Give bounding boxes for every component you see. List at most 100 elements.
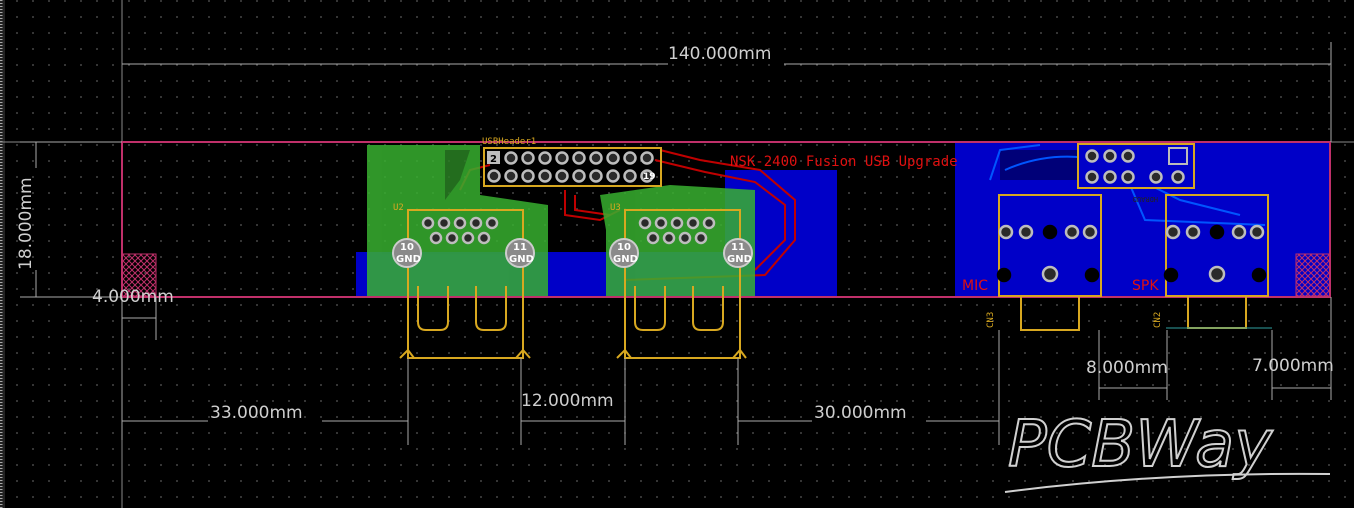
- cn3-refdes: CN3: [986, 312, 996, 328]
- u3-pad-11-label: 11: [731, 242, 745, 253]
- u2-pad-11-gnd: GND: [509, 254, 534, 265]
- u3-pad-11-gnd: GND: [727, 254, 752, 265]
- header-pin[interactable]: [589, 169, 603, 183]
- usb-pin[interactable]: [686, 216, 700, 230]
- header-pin[interactable]: [640, 151, 654, 165]
- header-pin[interactable]: [521, 169, 535, 183]
- mic-label: MIC: [962, 278, 988, 294]
- jack-pin[interactable]: [1185, 224, 1201, 240]
- jack-pin[interactable]: [996, 267, 1012, 283]
- u2-pad-10-label: 10: [400, 242, 414, 253]
- header-pin[interactable]: [555, 151, 569, 165]
- spk-label: SPK: [1132, 278, 1159, 294]
- audio-header-pin[interactable]: [1171, 170, 1185, 184]
- audio-pin-1[interactable]: [1168, 147, 1188, 165]
- jack-pin[interactable]: [1082, 224, 1098, 240]
- audio-header-pin[interactable]: [1085, 149, 1099, 163]
- audio-header-pin[interactable]: [1149, 170, 1163, 184]
- audio-header[interactable]: HDRAUD: [1077, 143, 1195, 203]
- usb-port-u3[interactable]: U3 10 GND 11 GND: [609, 203, 753, 359]
- u2-pad-10[interactable]: [392, 238, 422, 268]
- usb-pin[interactable]: [421, 216, 435, 230]
- audio-header-pin[interactable]: [1103, 170, 1117, 184]
- usb-pin[interactable]: [678, 231, 692, 245]
- header-pin[interactable]: [521, 151, 535, 165]
- u3-pad-10-gnd: GND: [613, 254, 638, 265]
- mic-jack-cn3[interactable]: MIC CN3: [962, 194, 1102, 331]
- jack-pin[interactable]: [998, 224, 1014, 240]
- usb-pin[interactable]: [694, 231, 708, 245]
- header-pin[interactable]: [640, 169, 654, 183]
- usb-header[interactable]: USBHeader1 2 19: [482, 137, 662, 187]
- u3-pad-10-label: 10: [617, 242, 631, 253]
- usb-pin[interactable]: [461, 231, 475, 245]
- jack-pin[interactable]: [1041, 265, 1059, 283]
- watermark-text: PCBWay: [1008, 408, 1273, 482]
- usb-pin[interactable]: [429, 231, 443, 245]
- header-pin[interactable]: [589, 151, 603, 165]
- jack-pin[interactable]: [1165, 224, 1181, 240]
- dim-total-width: 140.000mm: [668, 44, 771, 64]
- u3-pad-11[interactable]: [723, 238, 753, 268]
- cn2-refdes: CN2: [1153, 312, 1163, 328]
- mounting-keepout-left: [121, 253, 157, 297]
- audio-header-pin[interactable]: [1103, 149, 1117, 163]
- header-pin[interactable]: [572, 151, 586, 165]
- header-pin[interactable]: [487, 169, 501, 183]
- usb-pin[interactable]: [437, 216, 451, 230]
- header-pin[interactable]: [504, 151, 518, 165]
- dim-gap-to-audio: 30.000mm: [814, 403, 907, 423]
- u3-pad-10[interactable]: [609, 238, 639, 268]
- header-pin[interactable]: [606, 151, 620, 165]
- header-pin[interactable]: [623, 169, 637, 183]
- jack-pin[interactable]: [1208, 265, 1226, 283]
- audio-header-pin[interactable]: [1121, 170, 1135, 184]
- dim-height: 18.000mm: [16, 177, 36, 270]
- audio-header-pin[interactable]: [1121, 149, 1135, 163]
- left-ruler: [0, 0, 5, 508]
- jack-pin[interactable]: [1231, 224, 1247, 240]
- jack-pin[interactable]: [1163, 267, 1179, 283]
- jack-pin[interactable]: [1064, 224, 1080, 240]
- header-pin[interactable]: [606, 169, 620, 183]
- board-outline[interactable]: [121, 141, 1331, 298]
- u2-pad-11[interactable]: [505, 238, 535, 268]
- header-pin[interactable]: [504, 169, 518, 183]
- usb-pin[interactable]: [485, 216, 499, 230]
- usb-pin[interactable]: [469, 216, 483, 230]
- usb-pin[interactable]: [638, 216, 652, 230]
- jack-pin[interactable]: [1084, 267, 1100, 283]
- speaker-jack-cn2[interactable]: SPK CN2: [1132, 194, 1272, 329]
- pcbway-watermark: PCBWay: [1004, 407, 1331, 493]
- header-pin[interactable]: [538, 151, 552, 165]
- dimension-lines: [20, 42, 1332, 445]
- pin-first-label: 2: [490, 154, 497, 165]
- usb-pin[interactable]: [670, 216, 684, 230]
- usb-port-u2[interactable]: U2 10 GND 11 GND: [392, 203, 535, 359]
- header-pin[interactable]: [572, 169, 586, 183]
- usb-pin[interactable]: [702, 216, 716, 230]
- usb-pin[interactable]: [662, 231, 676, 245]
- jack-pin[interactable]: [1209, 224, 1225, 240]
- pin-1-square-pad[interactable]: [487, 151, 500, 164]
- header-pin[interactable]: [623, 151, 637, 165]
- usb-pin[interactable]: [453, 216, 467, 230]
- pin-last-label: 19: [643, 172, 656, 182]
- jack-pin[interactable]: [1249, 224, 1265, 240]
- u2-refdes: U2: [393, 203, 404, 213]
- usb-pin[interactable]: [646, 231, 660, 245]
- dim-first-port: 33.000mm: [210, 403, 303, 423]
- usb-pin[interactable]: [654, 216, 668, 230]
- u2-pad-10-gnd: GND: [396, 254, 421, 265]
- jack-pin[interactable]: [1042, 224, 1058, 240]
- audio-header-pin[interactable]: [1085, 170, 1099, 184]
- jack-pin[interactable]: [1251, 267, 1267, 283]
- header-pin[interactable]: [538, 169, 552, 183]
- dim-audio-spacing: 8.000mm: [1086, 358, 1168, 378]
- usb-pin[interactable]: [445, 231, 459, 245]
- header-pin[interactable]: [555, 169, 569, 183]
- u3-refdes: U3: [610, 203, 621, 213]
- jack-pin[interactable]: [1018, 224, 1034, 240]
- usb-pin[interactable]: [477, 231, 491, 245]
